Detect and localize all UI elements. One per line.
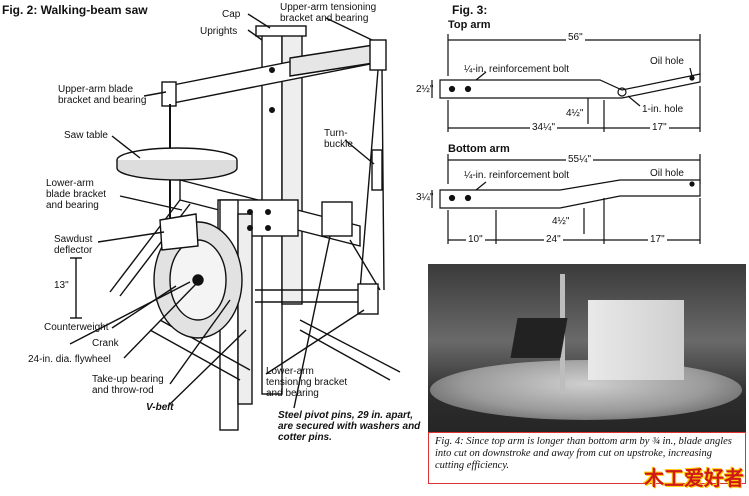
label-takeup-1: Take-up bearing: [92, 374, 164, 385]
fig2-title: Fig. 2: Walking-beam saw: [2, 3, 148, 17]
label-lower-blade-1: Lower-arm: [46, 178, 94, 189]
top-arm-dim-left: 34¼": [530, 122, 558, 133]
top-arm-drop: 4½": [566, 108, 584, 119]
label-upper-blade-1: Upper-arm blade: [58, 84, 134, 95]
label-dim-13: 13": [54, 280, 69, 291]
top-arm-height: 2½": [416, 84, 434, 95]
bottom-arm-oil-hole: Oil hole: [650, 168, 684, 179]
label-vbelt: V-belt: [146, 402, 174, 413]
label-saw-table: Saw table: [64, 130, 108, 141]
label-counterweight: Counterweight: [44, 322, 109, 333]
label-sawdust-1: Sawdust: [54, 234, 93, 245]
label-crank: Crank: [92, 338, 119, 349]
fig4-caption: Fig. 4: Since top arm is longer than bot…: [428, 432, 746, 484]
fig3-title: Fig. 3:: [452, 3, 488, 17]
bottom-arm-heading: Bottom arm: [448, 143, 510, 155]
top-arm-length: 56": [566, 32, 585, 43]
top-arm-oil-hole: Oil hole: [650, 56, 684, 67]
label-pins-1: Steel pivot pins, 29 in. apart,: [278, 410, 414, 421]
label-lower-tension-1: Lower-arm: [266, 366, 314, 377]
label-pins-2: are secured with washers and: [278, 421, 421, 432]
label-upper-tension-1: Upper-arm tensioning: [280, 2, 377, 13]
bottom-arm-length: 55¼": [566, 154, 594, 165]
bottom-arm-dim-b: 24": [544, 234, 563, 245]
label-upper-blade-2: bracket and bearing: [58, 95, 147, 106]
top-arm-hole: 1-in. hole: [642, 104, 684, 115]
bottom-arm-height: 3¼": [416, 192, 434, 203]
bottom-arm-reinforcement: ¼-in. reinforcement bolt: [464, 170, 570, 181]
label-pins-3: cotter pins.: [278, 432, 332, 443]
label-uprights: Uprights: [200, 26, 238, 37]
top-arm-reinforcement: ¼-in. reinforcement bolt: [464, 64, 570, 75]
label-flywheel: 24-in. dia. flywheel: [28, 354, 111, 365]
label-lower-blade-3: and bearing: [46, 200, 99, 211]
photo-workpiece: [588, 300, 684, 380]
photo-saw-table: [430, 360, 742, 420]
bottom-arm-dim-c: 17": [648, 234, 667, 245]
watermark-logo: 木工爱好者: [644, 465, 744, 490]
label-takeup-2: and throw-rod: [92, 385, 154, 396]
bottom-arm-dim-a: 10": [466, 234, 485, 245]
top-arm-dim-right: 17": [650, 122, 669, 133]
label-lower-tension-3: and bearing: [266, 388, 319, 399]
label-lower-blade-2: blade bracket: [46, 189, 107, 200]
fig4-photo: Fig. 4: Since top arm is longer than bot…: [428, 264, 746, 484]
label-cap: Cap: [222, 9, 241, 20]
label-sawdust-2: deflector: [54, 245, 93, 256]
bottom-arm-drop: 4½": [552, 216, 570, 227]
photo-blade-clamp: [510, 318, 568, 358]
label-turnbuckle-1: Turn-: [324, 128, 348, 139]
label-lower-tension-2: tensioning bracket: [266, 377, 348, 388]
label-turnbuckle-2: buckle: [324, 139, 353, 150]
top-arm-heading: Top arm: [448, 19, 491, 31]
label-upper-tension-2: bracket and bearing: [280, 13, 369, 24]
